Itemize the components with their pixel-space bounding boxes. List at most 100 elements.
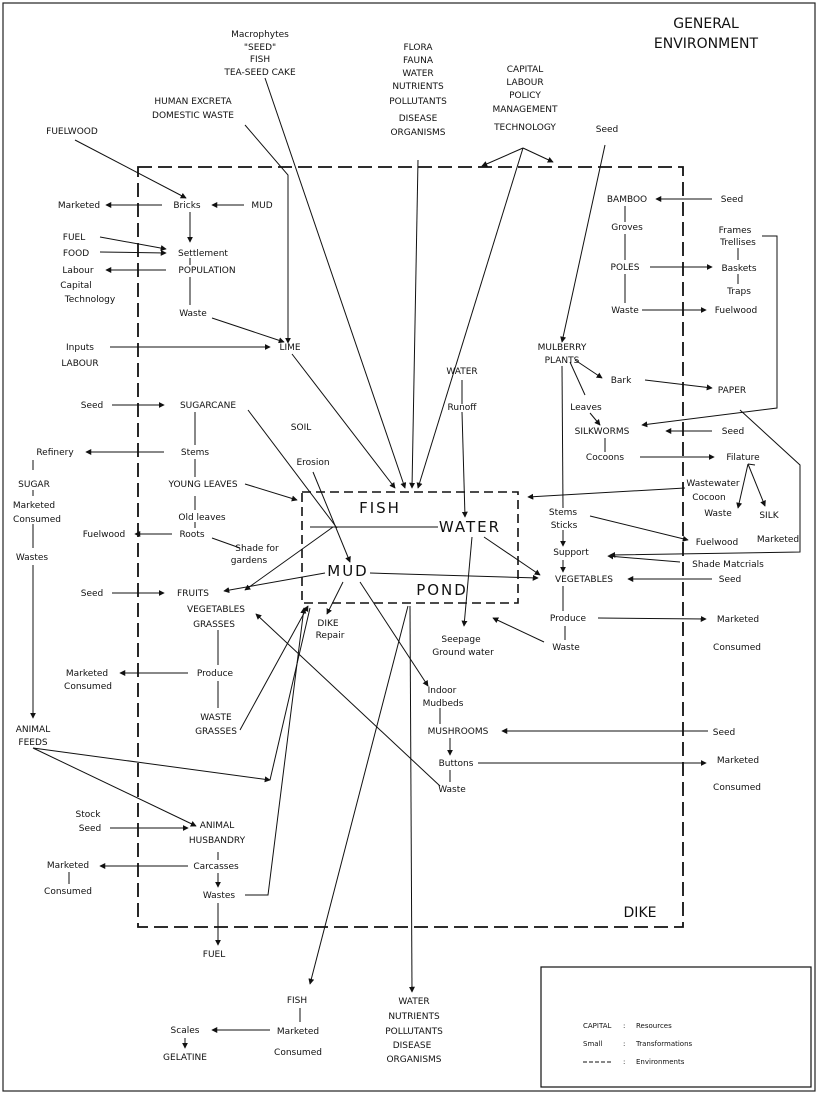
consumed-mushrooms-label: Consumed (713, 783, 761, 793)
nutrients-input-label: NUTRIENTS (392, 82, 444, 92)
population-label: POPULATION (178, 266, 235, 276)
connector (560, 144, 606, 343)
connector (99, 236, 167, 252)
young-leaves-label: YOUNG LEAVES (167, 480, 237, 490)
pollutants-output-label: POLLUTANTS (385, 1027, 443, 1037)
connector (74, 139, 187, 199)
connector (239, 605, 309, 731)
old-leaves-label: Old leaves (178, 513, 226, 523)
lime-label: LIME (279, 343, 300, 353)
mudbeds-label: Mudbeds (423, 699, 464, 709)
connector (483, 536, 541, 576)
connector (736, 463, 749, 509)
consumed-fish-label: Consumed (274, 1048, 322, 1058)
shade-materials-label: Shade Matcrials (692, 560, 764, 570)
pond-boundary (301, 491, 519, 604)
paper-label: PAPER (718, 386, 746, 396)
labour-caps-label: LABOUR (61, 359, 98, 369)
legend-box (540, 966, 812, 1088)
shade-gardens-label-1: Shade for (235, 544, 279, 554)
labour-input-label: LABOUR (506, 78, 543, 88)
seed-silkworms-label: Seed (722, 427, 745, 437)
nutrients-output-label: NUTRIENTS (388, 1012, 440, 1022)
disease-output-label: DISEASE (393, 1041, 432, 1051)
connector (641, 235, 778, 428)
technology-input-label: TECHNOLOGY (493, 123, 556, 133)
soil-label: SOIL (291, 423, 311, 433)
groves-label: Groves (611, 223, 643, 233)
silk-label: SILK (759, 511, 779, 521)
stock-label: Stock (76, 810, 102, 820)
fish-output-label: FISH (287, 996, 307, 1006)
connector (308, 605, 409, 985)
waste-grasses-label-1: WASTE (200, 713, 232, 723)
connector (223, 572, 326, 594)
capital-input-label: CAPITAL (507, 65, 544, 75)
vegetables-left-label: VEGETABLES (187, 605, 245, 615)
consumed-carcasses-label: Consumed (44, 887, 92, 897)
animal-feeds-label-2: FEEDS (18, 738, 47, 748)
marketed-mushrooms-label: Marketed (717, 756, 759, 766)
legend-value-resources: Resources (636, 1022, 672, 1030)
cocoons-label: Cocoons (586, 453, 624, 463)
right-nodes: BAMBOO Seed Groves Frames Trellises POLE… (538, 195, 799, 793)
mulberry-label-1: MULBERRY (538, 343, 587, 353)
connector (747, 463, 766, 507)
connector (644, 379, 713, 391)
leaves-label: Leaves (570, 403, 602, 413)
policy-label: POLICY (509, 91, 541, 101)
technology-label: Technology (64, 295, 116, 305)
vegetables-right-label: VEGETABLES (555, 575, 613, 585)
top-inputs: Macrophytes "SEED" FISH TEA-SEED CAKE FL… (46, 30, 618, 138)
stock-seed-label: Seed (79, 824, 102, 834)
waste-mushrooms-label: Waste (438, 785, 466, 795)
erosion-label: Erosion (296, 458, 329, 468)
wastewater-label: Wastewater (686, 479, 740, 489)
connector (99, 249, 167, 256)
legend-value-environments: Environments (636, 1058, 685, 1066)
connector (326, 581, 344, 615)
pollutants-input-label: POLLUTANTS (389, 97, 447, 107)
stems-label: Stems (181, 448, 210, 458)
pond-fish-label: FISH (359, 499, 401, 517)
refinery-label: Refinery (36, 448, 74, 458)
seed-quoted-label: "SEED" (244, 43, 276, 53)
fruits-label: FRUITS (177, 589, 209, 599)
connector (569, 361, 586, 396)
connector (527, 487, 686, 500)
consumed-sugar-label: Consumed (13, 515, 61, 525)
connector (461, 411, 468, 518)
tea-seed-cake-label: TEA-SEED CAKE (223, 68, 296, 78)
connector (312, 471, 351, 563)
mushrooms-label: MUSHROOMS (428, 727, 489, 737)
dike-boundary (137, 166, 684, 928)
bricks-label: Bricks (173, 201, 201, 211)
connector (747, 463, 756, 466)
wastes-sugar-label: Wastes (16, 553, 49, 563)
connector (32, 747, 197, 827)
buttons-label: Buttons (439, 759, 474, 769)
baskets-label: Baskets (721, 264, 756, 274)
connector (32, 747, 271, 783)
consumed-produce-label: Consumed (64, 682, 112, 692)
fuelwood-bamboo-label: Fuelwood (715, 306, 758, 316)
connector (369, 572, 539, 581)
legend-sep: : (623, 1058, 625, 1066)
animal-feeds-label-1: ANIMAL (16, 725, 50, 735)
settlement-label: Settlement (178, 249, 228, 259)
connector (409, 159, 419, 489)
pond-mud-label: MUD (327, 562, 368, 580)
connector (522, 147, 554, 163)
waste-vegetables-label: Waste (552, 643, 580, 653)
marketed-fish-label: Marketed (277, 1027, 319, 1037)
legend-sep: : (623, 1040, 625, 1048)
waste-population-label: Waste (179, 309, 207, 319)
filature-label: Filature (726, 453, 760, 463)
carcasses-label: Carcasses (193, 862, 239, 872)
title-line-2: ENVIRONMENT (654, 36, 759, 52)
legend-key-capital: CAPITAL (583, 1022, 611, 1030)
macrophytes-label: Macrophytes (231, 30, 289, 40)
connector (245, 607, 307, 896)
seed-bamboo-label: Seed (721, 195, 744, 205)
